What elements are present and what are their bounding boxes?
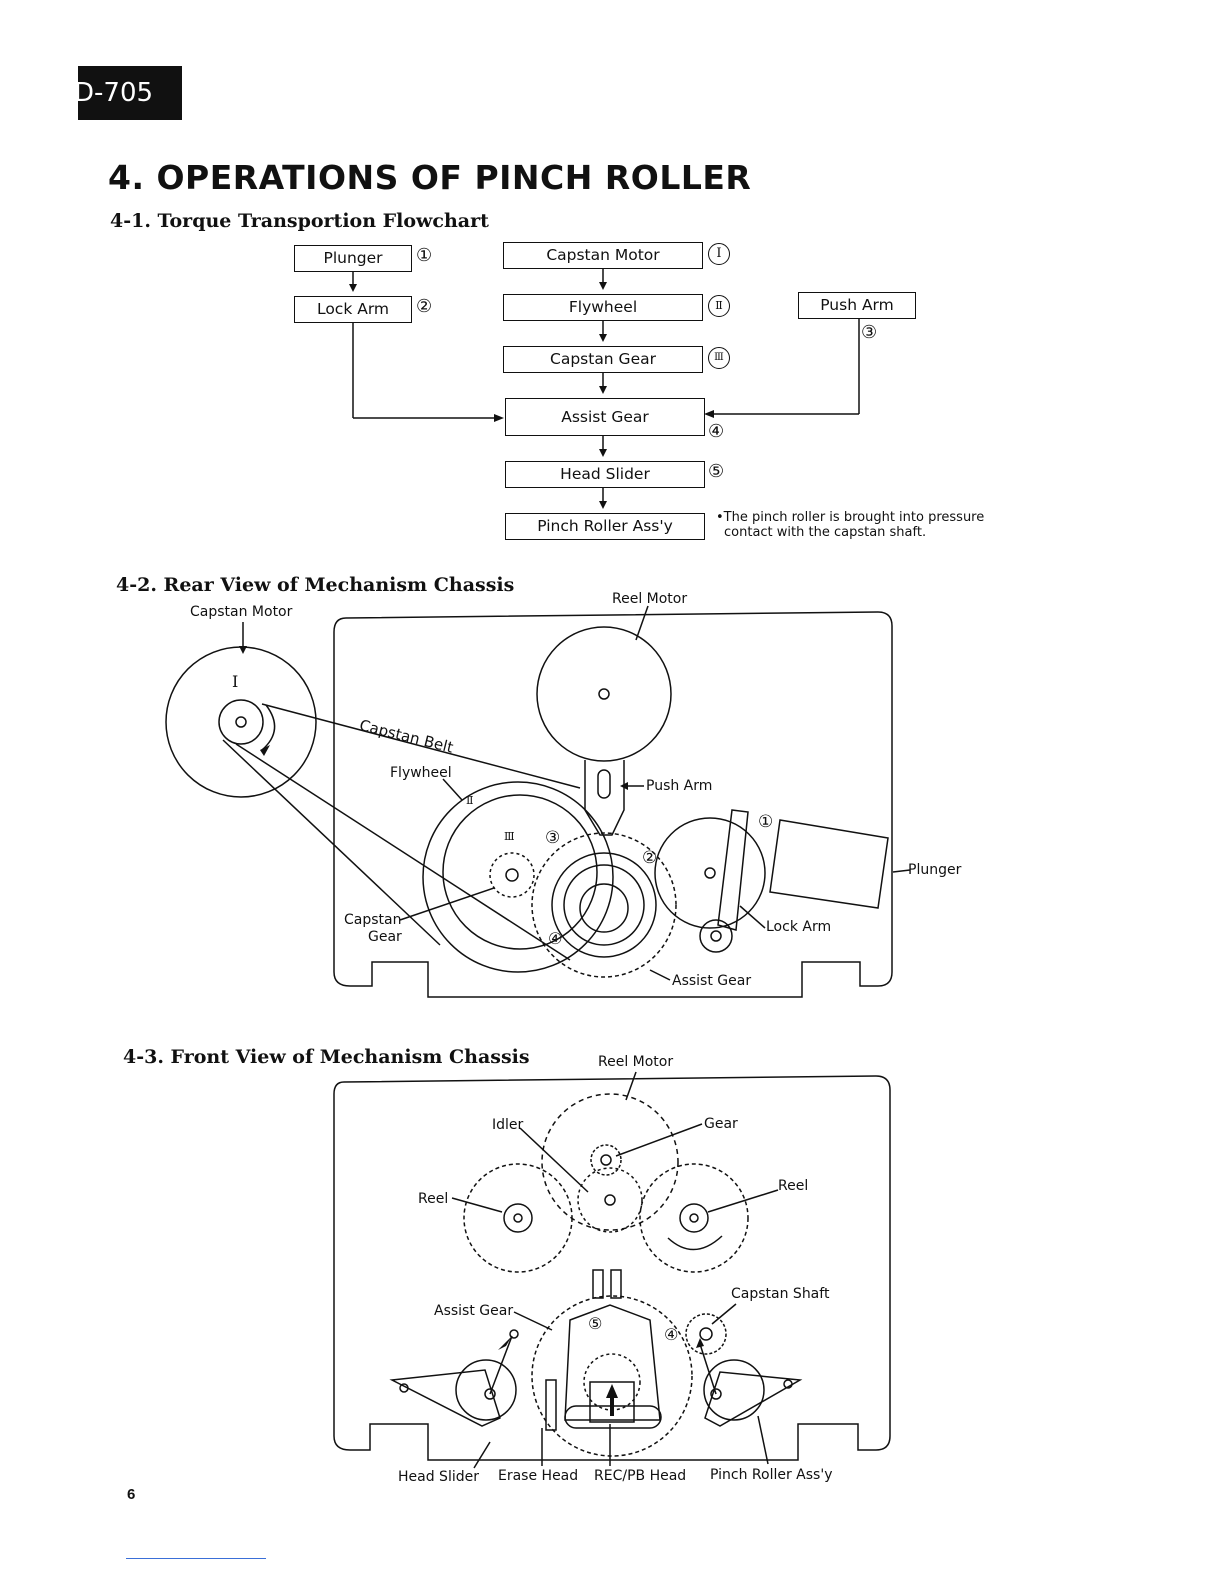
flywheel-circle bbox=[422, 781, 614, 973]
rear-label-capstan-motor: Capstan Motor bbox=[190, 604, 293, 620]
flow-num-5: ⑤ bbox=[708, 461, 725, 482]
plunger-body bbox=[769, 819, 889, 909]
rear-marker-1: ① bbox=[758, 812, 774, 832]
front-label-reel-right: Reel bbox=[778, 1178, 809, 1194]
note-line-2: contact with the capstan shaft. bbox=[724, 525, 927, 540]
front-marker-4: ④ bbox=[664, 1325, 679, 1344]
front-label-idler: Idler bbox=[492, 1117, 524, 1133]
front-label-reel-left: Reel bbox=[418, 1191, 449, 1207]
front-view-section-title: 4-3. Front View of Mechanism Chassis bbox=[123, 1046, 530, 1068]
front-label-gear: Gear bbox=[704, 1116, 738, 1132]
rear-view-section-title: 4-2. Rear View of Mechanism Chassis bbox=[116, 574, 515, 596]
rear-label-flywheel: Flywheel bbox=[390, 765, 452, 781]
rear-label-capstan-gear-1: Capstan bbox=[344, 912, 402, 928]
rear-marker-3: ③ bbox=[545, 828, 561, 848]
flow-box-capstan-gear: Capstan Gear bbox=[503, 346, 703, 373]
rear-marker-I: Ⅰ bbox=[232, 672, 239, 691]
flowchart-section-title: 4-1. Torque Transportion Flowchart bbox=[110, 210, 489, 232]
rear-marker-III: Ⅲ bbox=[504, 830, 515, 843]
flow-box-pinch-roller: Pinch Roller Ass'y bbox=[505, 513, 705, 540]
flow-box-plunger: Plunger bbox=[294, 245, 412, 272]
front-label-head-slider: Head Slider bbox=[398, 1469, 479, 1485]
front-label-pinch-roller: Pinch Roller Ass'y bbox=[710, 1467, 833, 1483]
rear-marker-II: Ⅱ bbox=[466, 794, 474, 807]
flow-box-flywheel: Flywheel bbox=[503, 294, 703, 321]
rear-marker-4: ④ bbox=[548, 929, 563, 948]
flow-num-1: ① bbox=[416, 245, 433, 266]
rear-label-reel-motor: Reel Motor bbox=[612, 591, 688, 607]
front-marker-5: ⑤ bbox=[588, 1314, 603, 1333]
rear-label-lock-arm: Lock Arm bbox=[766, 919, 832, 935]
flow-roman-1: Ⅰ bbox=[708, 243, 730, 265]
reel-motor-circle bbox=[536, 626, 672, 762]
page-title: 4. OPERATIONS OF PINCH ROLLER bbox=[108, 158, 752, 197]
rear-label-push-arm: Push Arm bbox=[646, 778, 713, 794]
flow-box-push-arm: Push Arm bbox=[798, 292, 916, 319]
rear-label-assist-gear: Assist Gear bbox=[672, 973, 752, 989]
flow-num-4: ④ bbox=[708, 421, 725, 442]
flow-roman-2: Ⅱ bbox=[708, 295, 730, 317]
flow-num-2: ② bbox=[416, 296, 433, 317]
front-label-assist-gear: Assist Gear bbox=[434, 1303, 514, 1319]
front-label-reel-motor: Reel Motor bbox=[598, 1054, 674, 1070]
page-number: 6 bbox=[127, 1486, 136, 1503]
flow-box-head-slider: Head Slider bbox=[505, 461, 705, 488]
flow-box-assist-gear: Assist Gear bbox=[505, 398, 705, 436]
front-label-rec-pb-head: REC/PB Head bbox=[594, 1468, 687, 1484]
rear-label-plunger: Plunger bbox=[908, 862, 962, 878]
flowchart-note: •The pinch roller is brought into pressu… bbox=[716, 510, 984, 540]
note-line-1: •The pinch roller is brought into pressu… bbox=[716, 510, 985, 525]
rear-marker-2: ② bbox=[642, 848, 658, 868]
front-label-capstan-shaft: Capstan Shaft bbox=[731, 1286, 830, 1302]
flow-box-capstan-motor: Capstan Motor bbox=[503, 242, 703, 269]
flow-box-lock-arm: Lock Arm bbox=[294, 296, 412, 323]
bottom-rule bbox=[126, 1558, 266, 1559]
rear-label-capstan-gear-2: Gear bbox=[368, 929, 402, 945]
flow-roman-3: Ⅲ bbox=[708, 347, 730, 369]
flow-num-3: ③ bbox=[861, 322, 878, 343]
model-tab: D-705 bbox=[78, 66, 182, 120]
front-label-erase-head: Erase Head bbox=[498, 1468, 579, 1484]
